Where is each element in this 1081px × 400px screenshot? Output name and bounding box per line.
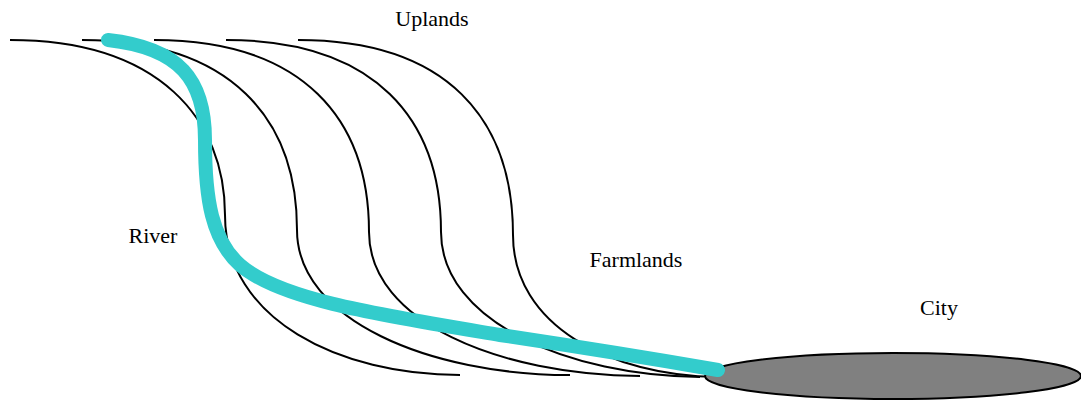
contour-line	[154, 40, 640, 376]
river-line	[108, 40, 718, 370]
region-label: Farmlands	[590, 249, 683, 271]
river-label: River	[129, 225, 178, 247]
city-area	[705, 353, 1081, 399]
contour-lines	[10, 40, 718, 377]
contour-line	[298, 40, 718, 377]
city-label: City	[920, 297, 958, 319]
contour-line	[10, 40, 460, 375]
region-label: Uplands	[395, 8, 468, 30]
contour-line	[82, 40, 570, 375]
